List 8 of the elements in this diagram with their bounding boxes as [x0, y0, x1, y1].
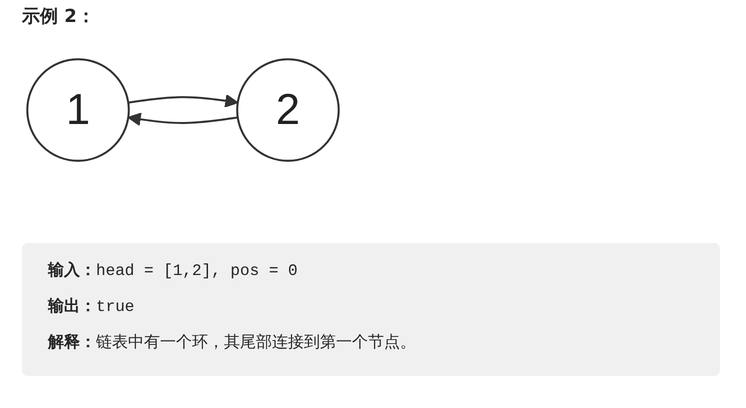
input-line: 输入：head = [1,2], pos = 0	[48, 259, 298, 282]
output-line: 输出：true	[48, 295, 134, 318]
circle-node: 1	[26, 58, 130, 162]
arrow	[128, 112, 238, 126]
circle-node: 2	[236, 58, 340, 162]
explanation-text: 解释：链表中有一个环，其尾部连接到第一个节点。	[48, 331, 416, 353]
arrow	[128, 94, 238, 108]
title: 示例 2：	[22, 5, 95, 29]
